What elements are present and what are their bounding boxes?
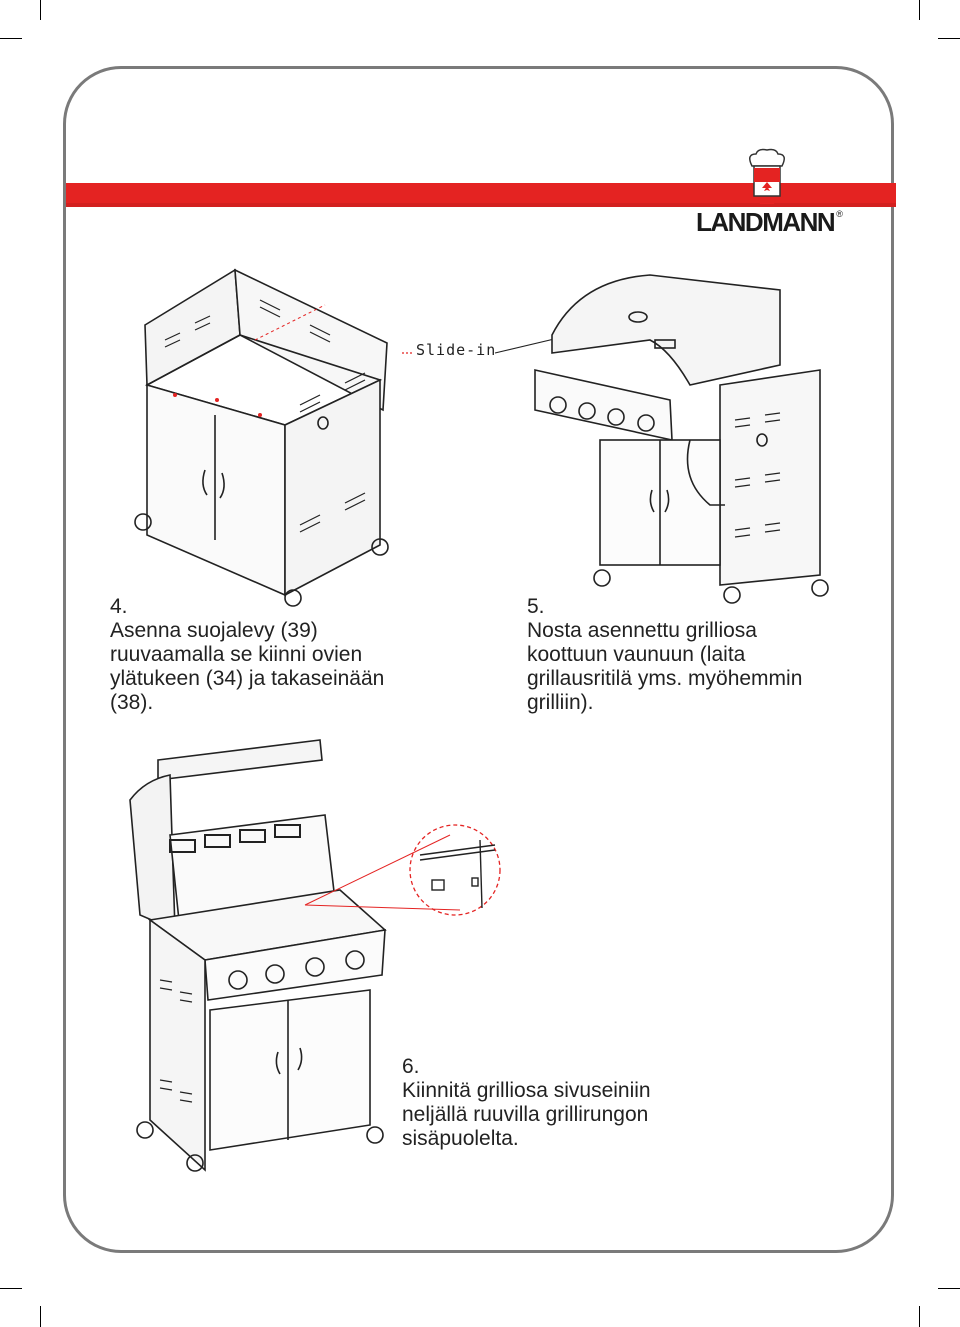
page-frame	[63, 66, 894, 1253]
crop-mark-top-left-v	[40, 0, 41, 20]
crop-mark-top-right-v	[919, 0, 920, 20]
step-4-line-1: Asenna suojalevy (39)	[110, 619, 318, 642]
figure-grill-open-detail	[129, 739, 501, 1172]
step-6-number: 6.	[402, 1055, 420, 1078]
step-6-line-3: sisäpuolelta.	[402, 1127, 519, 1150]
step-5-line-2: koottuun vaunuun (laita	[527, 643, 746, 666]
slide-in-arrow	[402, 352, 412, 354]
brand-name: LANDMANN®	[696, 207, 856, 237]
slide-in-label: Slide-in	[416, 341, 497, 359]
crop-mark-bottom-right-h	[938, 1288, 960, 1289]
step-5-line-1: Nosta asennettu grilliosa	[527, 619, 757, 642]
crop-mark-top-left-h	[0, 38, 22, 39]
step-5-number: 5.	[527, 595, 545, 618]
step-6: 6. Kiinnitä grilliosa sivuseiniin neljäl…	[402, 1055, 651, 1151]
figure-cart-assembly	[134, 268, 389, 607]
crop-mark-bottom-left-v	[40, 1306, 41, 1327]
step-5: 5. Nosta asennettu grilliosa koottuun va…	[527, 595, 802, 715]
figure-grill-on-cart	[494, 274, 829, 604]
crop-mark-bottom-left-h	[0, 1288, 22, 1289]
brand-name-text: LANDMANN	[696, 207, 836, 237]
step-6-line-1: Kiinnitä grilliosa sivuseiniin	[402, 1079, 651, 1102]
step-4-number: 4.	[110, 595, 128, 618]
step-4-line-4: (38).	[110, 691, 154, 714]
step-5-line-3: grillausritilä yms. myöhemmin	[527, 667, 803, 690]
step-6-line-2: neljällä ruuvilla grillirungon	[402, 1103, 649, 1126]
step-4-line-2: ruuvaamalla se kiinni ovien	[110, 643, 363, 666]
crop-mark-bottom-right-v	[919, 1306, 920, 1327]
grill-chef-logo	[749, 148, 785, 204]
step-4-line-3: ylätukeen (34) ja takaseinään	[110, 667, 385, 690]
trademark-symbol: ®	[836, 209, 843, 219]
crop-mark-top-right-h	[938, 38, 960, 39]
step-5-line-4: grilliin).	[527, 691, 594, 714]
step-4: 4. Asenna suojalevy (39) ruuvaamalla se …	[110, 595, 384, 715]
